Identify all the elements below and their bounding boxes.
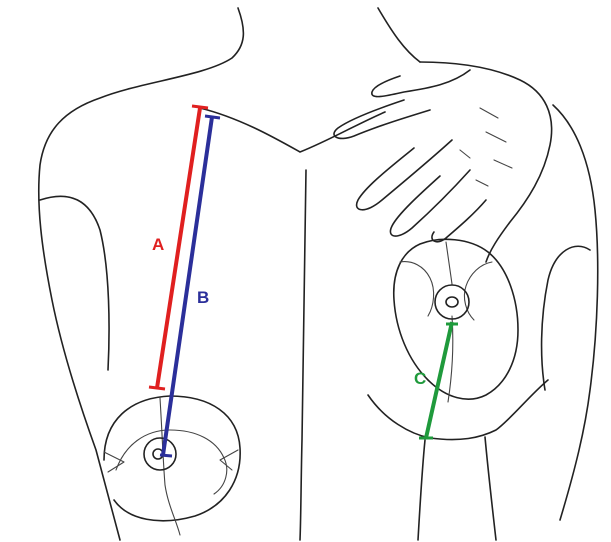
right-lower-torso-left	[418, 440, 425, 540]
measurement-c-line	[426, 322, 452, 438]
measurement-b-bottom-tick	[160, 455, 172, 456]
right-breast	[394, 239, 518, 402]
label-a: A	[152, 235, 164, 254]
chest-line	[200, 108, 385, 152]
right-shoulder-line	[553, 105, 598, 520]
index-finger	[334, 100, 430, 138]
body-outline	[39, 8, 598, 540]
label-b: B	[197, 288, 209, 307]
left-areola	[144, 438, 176, 470]
right-breast-inner-right	[464, 262, 492, 320]
measurement-a-bottom-tick	[149, 387, 165, 389]
little-finger	[432, 200, 486, 242]
right-axilla	[542, 246, 590, 390]
measurement-b-top-tick	[205, 116, 220, 118]
right-neck-line	[378, 8, 420, 62]
right-lower-torso-right	[485, 437, 496, 540]
left-breast	[104, 396, 240, 535]
right-areola	[435, 285, 469, 319]
measurement-c: C	[414, 322, 458, 438]
right-breast-inner-left	[400, 262, 434, 316]
left-breast-notch-right	[220, 450, 238, 470]
right-inframammary-fold	[368, 380, 548, 440]
left-axilla	[40, 196, 109, 370]
right-breast-top-line	[446, 242, 452, 284]
knuckle-lines	[460, 108, 512, 186]
left-breast-notch-left	[104, 452, 124, 472]
thumb	[372, 70, 470, 97]
left-neck-line	[39, 8, 244, 540]
hand-drawing	[334, 62, 552, 262]
measurements: A B C	[149, 106, 458, 456]
right-nipple	[446, 297, 458, 307]
measurement-a-top-tick	[192, 106, 208, 108]
left-breast-contour	[104, 396, 240, 521]
midline	[300, 170, 306, 540]
middle-finger	[357, 140, 452, 210]
label-c: C	[414, 369, 426, 388]
left-breast-inner-contour	[116, 430, 227, 494]
measurement-b-line	[163, 117, 212, 455]
ring-finger	[390, 170, 470, 236]
hand-back	[420, 62, 552, 262]
